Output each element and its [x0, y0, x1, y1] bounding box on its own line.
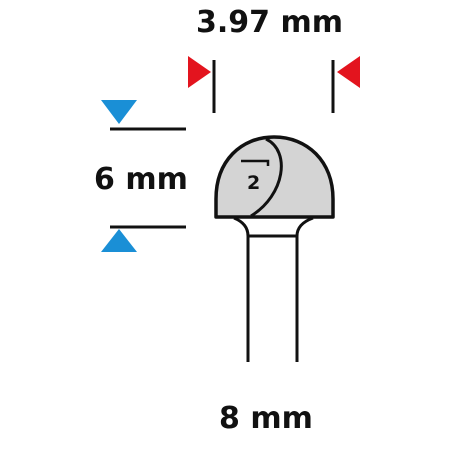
- red-flag-icon: [337, 56, 360, 88]
- shank-diameter-label: 8 mm: [219, 401, 313, 436]
- bit-shank: [246, 236, 299, 362]
- width-marker-left: [188, 56, 216, 113]
- blue-triangle-icon: [101, 100, 137, 124]
- bit-flute-edge: [250, 137, 283, 218]
- bit-head: [214, 135, 335, 219]
- router-bit: 2: [214, 135, 335, 362]
- cutting-depth-label: 6 mm: [94, 162, 188, 197]
- blue-triangle-icon: [101, 229, 137, 252]
- red-flag-icon: [188, 56, 211, 88]
- flute-count: 2: [247, 172, 260, 194]
- flute-count-bracket: [241, 159, 270, 166]
- depth-marker-bottom: [101, 225, 186, 252]
- depth-marker-top: [101, 100, 186, 131]
- width-marker-right: [331, 56, 360, 113]
- bit-neck: [233, 216, 314, 238]
- cutting-width-label: 3.97 mm: [196, 5, 343, 40]
